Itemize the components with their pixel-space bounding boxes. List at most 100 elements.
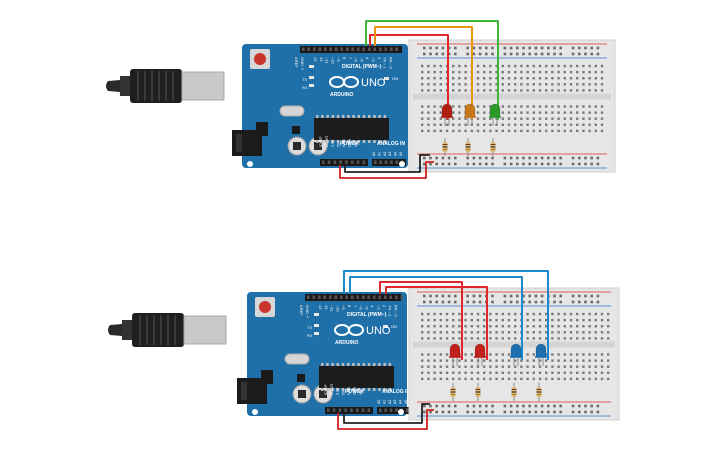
breadboard-hole bbox=[433, 105, 436, 108]
breadboard-hole bbox=[507, 312, 511, 316]
breadboard-hole bbox=[439, 70, 442, 74]
rail-hole bbox=[472, 156, 476, 160]
breadboard-hole bbox=[582, 359, 585, 362]
signal-wire[interactable] bbox=[374, 26, 473, 120]
rail-hole bbox=[528, 46, 531, 50]
breadboard-hole bbox=[520, 129, 523, 133]
breadboard-hole bbox=[576, 105, 579, 108]
rail-hole bbox=[578, 294, 581, 298]
analog-pin-label: A1 bbox=[382, 400, 386, 404]
signal-wire[interactable] bbox=[365, 20, 499, 120]
header-socket bbox=[361, 408, 365, 412]
breadboard-hole bbox=[483, 111, 486, 114]
breadboard-hole bbox=[532, 371, 535, 374]
breadboard-hole bbox=[569, 89, 573, 92]
breadboard-hole bbox=[607, 312, 610, 316]
chip-pin bbox=[368, 140, 371, 143]
breadboard-hole bbox=[538, 318, 542, 322]
breadboard-hole bbox=[495, 365, 498, 368]
resistor-band bbox=[450, 389, 456, 390]
breadboard-hole bbox=[427, 77, 430, 80]
led-green[interactable] bbox=[489, 103, 501, 118]
breadboard-hole bbox=[582, 365, 585, 368]
breadboard-hole bbox=[427, 105, 430, 108]
led-base bbox=[510, 356, 522, 358]
breadboard-hole bbox=[501, 123, 504, 126]
power-label: POWER bbox=[340, 141, 359, 147]
breadboard-hole bbox=[483, 83, 486, 86]
header-socket bbox=[356, 160, 360, 164]
led-blue[interactable] bbox=[535, 343, 547, 358]
rail-hole bbox=[485, 156, 488, 160]
breadboard-hole bbox=[563, 70, 566, 74]
breadboard-hole bbox=[514, 111, 517, 114]
reset-button[interactable] bbox=[259, 301, 271, 313]
breadboard-hole bbox=[569, 377, 573, 381]
signal-wire[interactable] bbox=[343, 270, 549, 360]
breadboard-hole bbox=[464, 117, 467, 120]
breadboard-hole bbox=[476, 77, 480, 80]
chip-pin bbox=[336, 140, 340, 143]
rail-hole bbox=[540, 404, 544, 408]
signal-wire[interactable] bbox=[369, 34, 449, 120]
power-wire[interactable] bbox=[344, 154, 430, 173]
breadboard-hole bbox=[421, 359, 424, 362]
led-blue[interactable] bbox=[510, 343, 522, 358]
rail-hole bbox=[528, 294, 531, 298]
model-label: UNO bbox=[361, 77, 386, 89]
breadboard-hole bbox=[576, 318, 579, 322]
breadboard-hole bbox=[588, 359, 591, 362]
breadboard-hole bbox=[476, 123, 480, 126]
rail-hole bbox=[429, 46, 432, 50]
breadboard-hole bbox=[483, 371, 486, 374]
breadboard-hole bbox=[520, 70, 523, 74]
reset-button[interactable] bbox=[254, 53, 266, 65]
led-red[interactable] bbox=[441, 103, 453, 118]
chip-pin bbox=[347, 140, 350, 143]
breadboard-hole bbox=[532, 353, 535, 356]
header-socket bbox=[350, 408, 353, 412]
header-socket bbox=[333, 160, 337, 164]
breadboard-hole bbox=[576, 83, 579, 86]
digital-pin-label: ~5 bbox=[359, 57, 364, 62]
rail-hole bbox=[547, 156, 550, 160]
power-wire[interactable] bbox=[339, 161, 434, 179]
rail-hole bbox=[559, 46, 562, 50]
breadboard-hole bbox=[551, 365, 554, 368]
signal-wire[interactable] bbox=[385, 286, 488, 360]
breadboard-hole bbox=[495, 70, 498, 74]
led-orange[interactable] bbox=[464, 103, 476, 118]
rail-hole bbox=[590, 294, 593, 298]
signal-wire[interactable] bbox=[379, 281, 463, 360]
power-wire[interactable] bbox=[343, 403, 430, 424]
breadboard-hole bbox=[600, 111, 604, 114]
breadboard-hole bbox=[489, 105, 492, 108]
power-wire[interactable] bbox=[337, 409, 434, 430]
breadboard-hole bbox=[476, 117, 480, 120]
led-red[interactable] bbox=[474, 343, 486, 358]
breadboard-hole bbox=[514, 318, 517, 322]
breadboard-hole bbox=[452, 312, 455, 316]
breadboard-hole bbox=[576, 337, 579, 340]
rail-hole bbox=[447, 156, 451, 160]
led-red[interactable] bbox=[449, 343, 461, 358]
rail-hole bbox=[441, 46, 445, 50]
chip-pin bbox=[352, 388, 355, 391]
rail-hole bbox=[522, 52, 525, 56]
chip-pin bbox=[378, 140, 381, 143]
breadboard-hole bbox=[470, 337, 473, 340]
breadboard-hole bbox=[476, 105, 480, 108]
breadboard-hole bbox=[607, 377, 610, 381]
chip-pin bbox=[347, 363, 350, 366]
breadboard-hole bbox=[483, 129, 486, 133]
breadboard-hole bbox=[538, 70, 542, 74]
gnd-label: GND bbox=[300, 57, 305, 66]
rail-hole bbox=[447, 52, 451, 56]
signal-wire[interactable] bbox=[349, 276, 523, 360]
rail-hole bbox=[571, 52, 575, 56]
breadboard-hole bbox=[545, 111, 548, 114]
breadboard-hole bbox=[545, 337, 548, 340]
breadboard-hole bbox=[563, 64, 566, 68]
breadboard-hole bbox=[470, 312, 473, 316]
breadboard-hole bbox=[545, 371, 548, 374]
